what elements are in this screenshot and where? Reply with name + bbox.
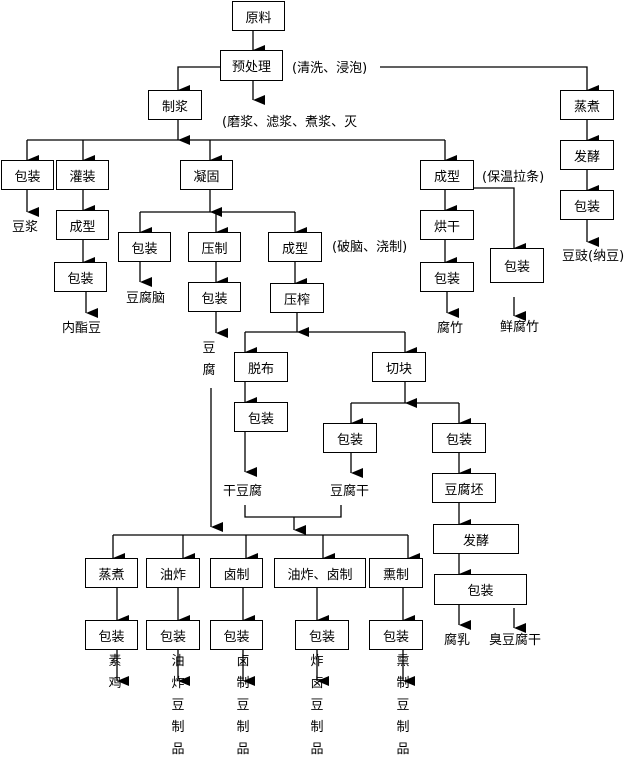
node-ferment-2: 发酵 [433,524,519,554]
node-pulp: 制浆 [148,90,202,120]
node-raw: 原料 [232,1,285,31]
node-bottom-smoke: 熏制 [369,558,423,588]
node-squeeze: 压榨 [270,283,324,313]
node-shape-2: 成型 [268,232,322,262]
node-press: 压制 [188,232,241,262]
product-tofu-gan: 豆腐干 [330,484,370,499]
node-shape-3: 成型 [420,160,474,190]
node-pack-10: 包装 [490,248,544,283]
node-bottom-pack-4: 包装 [295,620,349,650]
node-bake: 烘干 [420,210,474,240]
note-pretreat: (清洗、浸泡) [292,61,368,76]
node-bottom-fry-braise: 油炸、卤制 [274,558,366,588]
node-cut: 切块 [372,352,426,382]
node-bottom-pack-3: 包装 [210,620,263,650]
product-neizhi-tofu: 内酯豆 [62,321,102,336]
node-bottom-pack-1: 包装 [85,620,138,650]
product-fuzhu: 腐竹 [437,321,464,336]
node-remove-cloth: 脱布 [234,352,288,382]
node-pack-6: 包装 [323,423,377,453]
node-coagulate: 凝固 [180,160,233,190]
product-douchi: 豆豉(纳豆) [562,249,625,264]
node-pretreat: 预处理 [220,50,283,81]
product-tofu: 豆腐 [202,341,216,378]
node-steam-right: 蒸煮 [560,90,614,120]
node-pack-7: 包装 [432,423,486,453]
node-fill: 灌装 [56,160,109,190]
node-bottom-pack-2: 包装 [146,620,200,650]
product-stinky-tofu: 臭豆腐干 [489,633,542,648]
note-shape-3: (保温拉条) [482,170,545,185]
node-pack-4: 包装 [188,282,241,312]
node-pack-8: 包装 [434,574,527,605]
product-suji: 素鸡 [108,654,122,691]
node-tofu-blank: 豆腐坯 [432,473,496,503]
node-pack-right: 包装 [560,190,614,220]
node-bottom-steam: 蒸煮 [85,558,138,588]
node-bottom-pack-5: 包装 [369,620,423,650]
node-shape-1: 成型 [56,210,109,240]
product-fried-braised-soy: 炸卤豆制品 [310,654,324,757]
product-smoked-soy: 熏制豆制品 [396,654,410,757]
note-pulp: (磨浆、滤浆、煮浆、灭 [222,115,358,130]
product-dry-tofu: 干豆腐 [223,484,263,499]
node-pack-5: 包装 [234,402,288,432]
node-bottom-braise: 卤制 [210,558,263,588]
product-furu: 腐乳 [444,633,471,648]
note-shape-2: (破脑、浇制) [332,240,408,255]
product-fresh-fuzhu: 鲜腐竹 [500,320,540,335]
product-braised-soy: 卤制豆制品 [236,654,250,757]
node-pack-2: 包装 [54,262,107,292]
product-fried-soy: 油炸豆制品 [171,654,185,757]
node-pack-1: 包装 [1,160,54,190]
node-pack-3: 包装 [118,232,171,262]
product-soymilk: 豆浆 [12,220,39,235]
node-bottom-fry: 油炸 [146,558,200,588]
node-ferment-right: 发酵 [560,140,614,170]
product-douhuanao: 豆腐脑 [126,291,166,306]
node-pack-9: 包装 [420,262,474,292]
